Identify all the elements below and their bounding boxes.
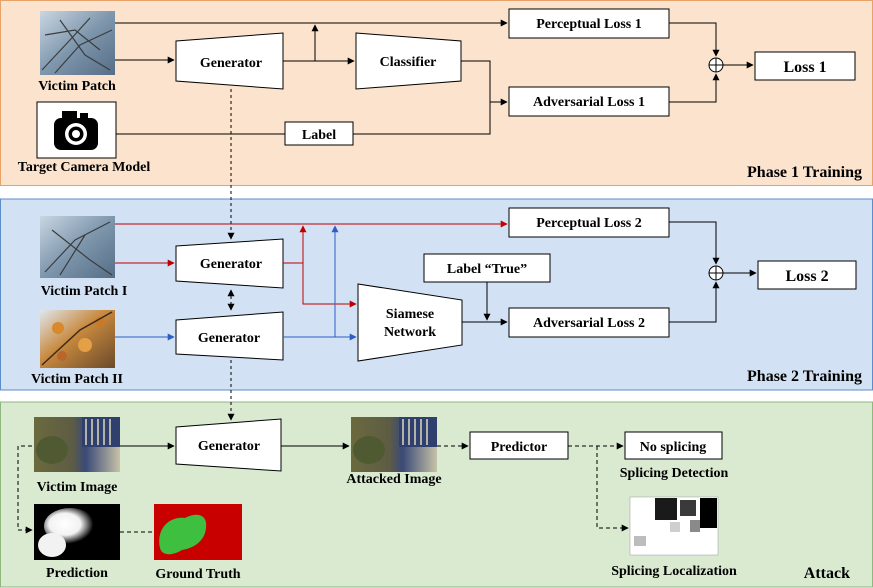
- label-true-text: Label “True”: [447, 262, 527, 277]
- adversarial-loss-1-text: Adversarial Loss 1: [533, 95, 645, 110]
- no-splicing-text: No splicing: [640, 440, 707, 455]
- loss-2-text: Loss 2: [785, 268, 828, 285]
- victim-image-photo: [34, 417, 120, 472]
- phase2-generator-bottom-block: [175, 311, 284, 361]
- adversarial-loss-1-box: [508, 86, 670, 117]
- loss-1-box: [754, 51, 856, 81]
- predictor-text: Predictor: [491, 440, 548, 455]
- phase2-generator-bottom-label: Generator: [198, 331, 260, 346]
- attacked-image-label: Attacked Image: [346, 472, 441, 487]
- label-true-box: [423, 253, 551, 283]
- splicing-localization-label: Splicing Localization: [611, 564, 737, 579]
- phase2-panel: [0, 198, 873, 391]
- phase2-red-path: [115, 220, 508, 308]
- victim-patch-1-label: Victim Patch I: [41, 284, 128, 299]
- loss-2-box: [757, 260, 857, 290]
- phase1-generator-block: [175, 32, 284, 90]
- prediction-label: Prediction: [46, 566, 108, 581]
- phase1-title: Phase 1 Training: [747, 164, 862, 181]
- siamese-network-line2: Network: [384, 325, 436, 340]
- siamese-network-line1: Siamese: [386, 307, 434, 322]
- victim-patch-label: Victim Patch: [38, 79, 116, 94]
- splicing-detection-label: Splicing Detection: [620, 466, 729, 481]
- loss-1-text: Loss 1: [783, 59, 826, 76]
- attack-connectors: [17, 442, 629, 534]
- camera-icon: [36, 101, 117, 159]
- phase2-blue-path: [115, 225, 357, 341]
- classifier-block: [355, 32, 462, 90]
- attack-title: Attack: [804, 565, 850, 582]
- perceptual-loss-1-text: Perceptual Loss 1: [536, 17, 642, 32]
- phase1-generator-label: Generator: [200, 56, 262, 71]
- victim-patch-image: [40, 11, 115, 75]
- attack-generator-block: [175, 418, 282, 472]
- attacked-image-photo: [351, 417, 437, 472]
- victim-image-label: Victim Image: [37, 480, 118, 495]
- attack-generator-label: Generator: [198, 439, 260, 454]
- adversarial-loss-2-text: Adversarial Loss 2: [533, 316, 645, 331]
- phase2-connectors: [227, 221, 757, 421]
- victim-patch-1-image: [40, 216, 115, 278]
- adversarial-loss-2-box: [508, 307, 670, 338]
- perceptual-loss-2-text: Perceptual Loss 2: [536, 216, 642, 231]
- phase1-connectors: [115, 19, 754, 240]
- phase2-generator-top-block: [175, 238, 284, 289]
- label-box-text: Label: [302, 128, 336, 143]
- splicing-localization-map: [629, 496, 719, 556]
- victim-patch-2-label: Victim Patch II: [31, 372, 123, 387]
- no-splicing-box: [624, 431, 723, 460]
- ground-truth-label: Ground Truth: [155, 567, 240, 582]
- classifier-label: Classifier: [380, 55, 437, 70]
- phase1-panel: [0, 0, 873, 186]
- target-camera-model-label: Target Camera Model: [18, 160, 151, 175]
- prediction-map: [34, 504, 120, 560]
- phase2-title: Phase 2 Training: [747, 368, 862, 385]
- plus-circle-icon: [708, 265, 724, 281]
- perceptual-loss-2-box: [508, 207, 670, 238]
- plus-circle-icon: [708, 57, 724, 73]
- phase2-generator-top-label: Generator: [200, 257, 262, 272]
- victim-patch-2-image: [40, 310, 115, 368]
- perceptual-loss-1-box: [508, 8, 670, 39]
- siamese-network-block: [357, 283, 463, 362]
- ground-truth-map: [154, 504, 242, 560]
